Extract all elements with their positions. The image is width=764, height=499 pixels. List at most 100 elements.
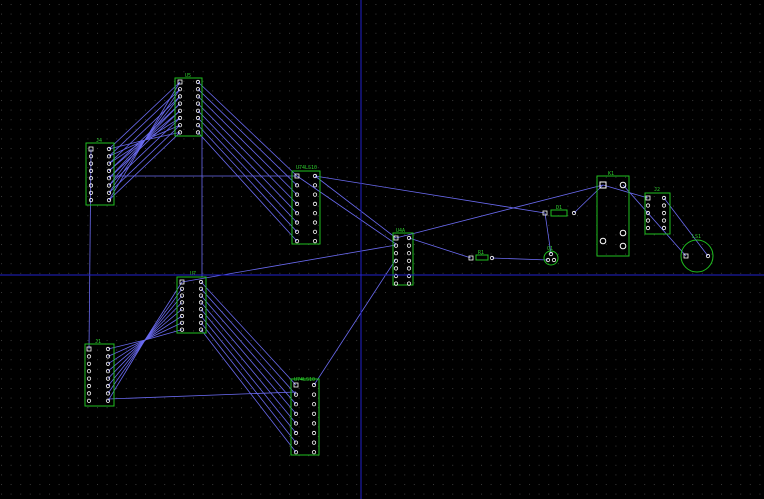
pad[interactable] <box>106 176 112 181</box>
pad[interactable] <box>393 281 399 286</box>
pad[interactable] <box>177 130 183 135</box>
pad[interactable] <box>393 251 399 256</box>
pad[interactable] <box>198 313 204 319</box>
pad[interactable] <box>88 176 94 181</box>
header-j4[interactable]: J4 <box>85 138 115 206</box>
pad[interactable] <box>198 307 204 312</box>
pad[interactable] <box>195 115 201 121</box>
pad[interactable] <box>293 402 299 407</box>
pad[interactable] <box>312 229 318 234</box>
pad[interactable] <box>293 421 299 426</box>
pad[interactable] <box>312 183 318 188</box>
pad[interactable] <box>198 327 204 332</box>
pad[interactable] <box>312 239 318 244</box>
pad[interactable] <box>661 225 667 231</box>
pad[interactable] <box>105 398 111 403</box>
pad[interactable] <box>545 257 551 263</box>
pad[interactable] <box>311 450 317 455</box>
pad[interactable] <box>293 440 299 445</box>
pad[interactable] <box>105 383 111 389</box>
pad[interactable] <box>106 198 112 203</box>
pad[interactable] <box>88 168 94 173</box>
buzzer-ls1[interactable]: LS1 <box>680 234 714 273</box>
pad[interactable] <box>294 183 300 188</box>
pad[interactable] <box>406 281 412 286</box>
pad-square[interactable] <box>683 253 689 259</box>
pad[interactable] <box>311 430 317 436</box>
pad-square[interactable] <box>542 210 548 216</box>
header-j1[interactable]: J1 <box>84 339 115 407</box>
pad[interactable] <box>88 154 94 159</box>
pad[interactable] <box>705 253 711 259</box>
pad[interactable] <box>88 198 94 203</box>
pad[interactable] <box>312 220 318 225</box>
pad[interactable] <box>293 411 299 416</box>
pad[interactable] <box>406 273 412 279</box>
pad[interactable] <box>393 243 399 248</box>
pad[interactable] <box>179 313 185 319</box>
pad[interactable] <box>571 210 577 216</box>
relay-k1[interactable]: K1 <box>596 171 630 257</box>
pad[interactable] <box>312 211 318 216</box>
pad[interactable] <box>661 195 667 201</box>
pad[interactable] <box>86 361 92 366</box>
pad[interactable] <box>88 183 94 188</box>
pad-square[interactable] <box>88 146 94 152</box>
pad[interactable] <box>177 115 183 121</box>
pad[interactable] <box>105 354 111 359</box>
pad[interactable] <box>661 203 667 208</box>
pad[interactable] <box>294 192 300 197</box>
pad[interactable] <box>106 146 112 152</box>
pad[interactable] <box>311 382 317 388</box>
pad[interactable] <box>406 258 412 263</box>
pad[interactable] <box>106 183 112 188</box>
pad[interactable] <box>105 361 111 366</box>
pad[interactable] <box>198 300 204 305</box>
pad[interactable] <box>198 293 204 298</box>
pad[interactable] <box>551 257 557 263</box>
pad[interactable] <box>661 210 667 216</box>
pad[interactable] <box>106 190 112 195</box>
pad[interactable] <box>179 300 185 305</box>
diode-d1[interactable]: D1 <box>542 205 577 217</box>
pad[interactable] <box>645 203 651 208</box>
pad[interactable] <box>393 273 399 279</box>
pad[interactable] <box>599 237 607 245</box>
pad[interactable] <box>86 391 92 396</box>
pad[interactable] <box>179 320 185 325</box>
pad[interactable] <box>177 101 183 106</box>
chip-u5[interactable]: U5 <box>174 73 203 137</box>
pad[interactable] <box>195 79 201 85</box>
pad[interactable] <box>86 354 92 359</box>
pad-square[interactable] <box>86 346 92 352</box>
pad[interactable] <box>619 242 627 250</box>
pad[interactable] <box>406 251 412 256</box>
pad[interactable] <box>294 211 300 216</box>
pad[interactable] <box>105 346 111 352</box>
pad[interactable] <box>312 173 318 179</box>
pad[interactable] <box>179 293 185 298</box>
transistor-q1[interactable]: Q1 <box>543 246 559 266</box>
pad[interactable] <box>179 327 185 332</box>
pad[interactable] <box>312 201 318 206</box>
pad[interactable] <box>312 192 318 197</box>
pad-square[interactable] <box>179 279 185 285</box>
pad[interactable] <box>179 286 185 291</box>
chip-u74-bottom[interactable]: U74LS10 <box>290 377 320 456</box>
pad[interactable] <box>105 369 111 374</box>
pad[interactable] <box>548 251 554 257</box>
pad[interactable] <box>406 266 412 271</box>
pad[interactable] <box>195 108 201 113</box>
pad[interactable] <box>311 402 317 407</box>
pad[interactable] <box>88 190 94 195</box>
pad[interactable] <box>195 87 201 92</box>
pad[interactable] <box>177 108 183 113</box>
pad[interactable] <box>86 398 92 403</box>
pad-square[interactable] <box>393 235 399 241</box>
pad[interactable] <box>195 130 201 135</box>
pad-square[interactable] <box>293 382 299 388</box>
pad[interactable] <box>198 320 204 325</box>
pad[interactable] <box>645 225 651 231</box>
pad[interactable] <box>177 87 183 92</box>
